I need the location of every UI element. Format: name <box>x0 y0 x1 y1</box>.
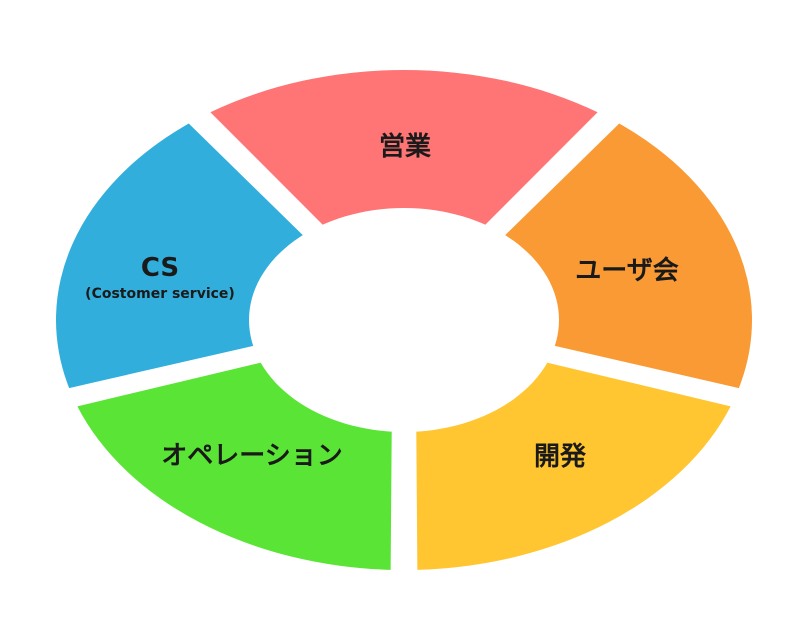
segment-cs <box>56 123 310 389</box>
segment-operations <box>77 360 392 570</box>
segment-label-user-meeting: ユーザ会 <box>575 256 678 286</box>
segment-development <box>416 360 731 570</box>
segment-sublabel-cs: (Costomer service) <box>85 286 235 302</box>
segments-layer <box>56 69 752 570</box>
center-hole <box>249 208 559 432</box>
segment-label-development: 開発 <box>534 442 587 472</box>
segment-label-sales: 営業 <box>379 132 431 162</box>
segment-sales <box>210 69 598 231</box>
segment-user-meeting <box>498 123 752 389</box>
segment-label-cs: CS <box>141 253 179 283</box>
segment-label-operations: オペレーション <box>161 441 342 471</box>
